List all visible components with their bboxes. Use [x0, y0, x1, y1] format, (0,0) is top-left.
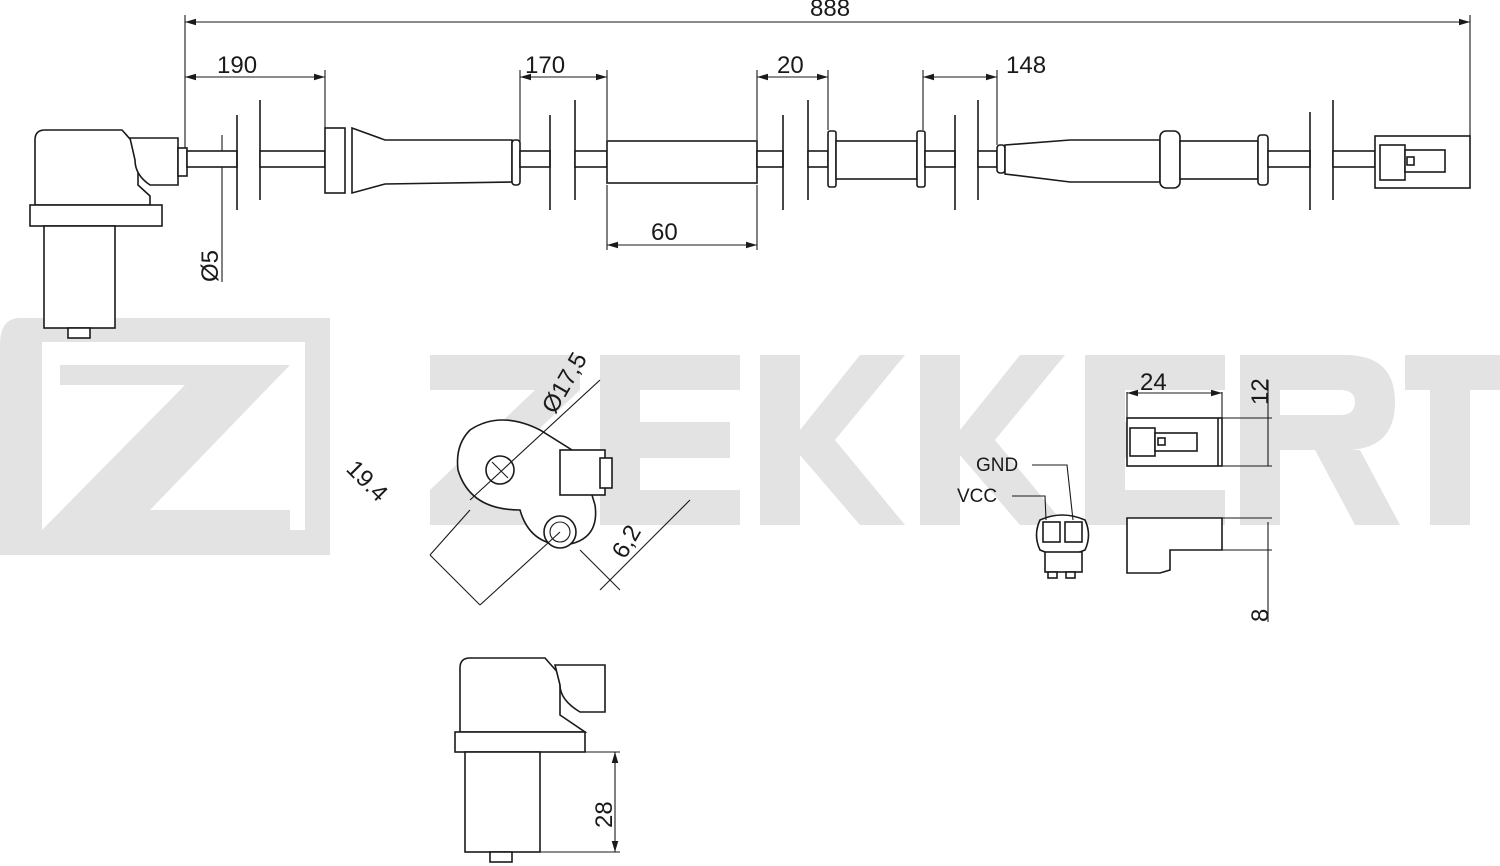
dim-label-12: 12 — [1247, 378, 1274, 405]
connector-face-view: GND VCC — [957, 455, 1090, 579]
pin-label-vcc: VCC — [957, 486, 997, 507]
dim-label-d5: Ø5 — [197, 250, 224, 282]
dim-label-148: 148 — [1006, 52, 1046, 79]
dim-label-24: 24 — [1140, 369, 1167, 396]
dim-label-19-4: 19.4 — [341, 455, 393, 507]
dim-label-190: 190 — [217, 52, 257, 79]
dim-label-6-2: 6,2 — [607, 521, 647, 563]
dim-label-60: 60 — [651, 219, 678, 246]
sensor-side-view-bottom: 28 — [454, 657, 620, 863]
dimension-60: 60 — [606, 185, 758, 250]
pin-label-gnd: GND — [976, 455, 1018, 476]
dimension-190: 190 — [185, 52, 326, 128]
sensor-head-side-view — [29, 129, 188, 339]
connector-top-view: 24 12 — [1126, 369, 1274, 467]
dim-label-888: 888 — [810, 0, 850, 22]
dimension-20: 20 — [756, 52, 829, 140]
cable-assembly — [186, 100, 1376, 210]
connector-side-view: 8 — [1126, 517, 1274, 622]
dim-label-8: 8 — [1247, 609, 1274, 622]
dim-label-170: 170 — [525, 52, 565, 79]
connector-plug — [1374, 135, 1471, 189]
dim-label-28: 28 — [591, 801, 618, 828]
dimension-148: 148 — [922, 52, 1046, 145]
zekkert-watermark-logo — [0, 318, 1500, 555]
dim-label-20: 20 — [777, 52, 804, 79]
dimension-total-length: 888 — [184, 0, 1471, 148]
dimension-170: 170 — [519, 52, 608, 145]
